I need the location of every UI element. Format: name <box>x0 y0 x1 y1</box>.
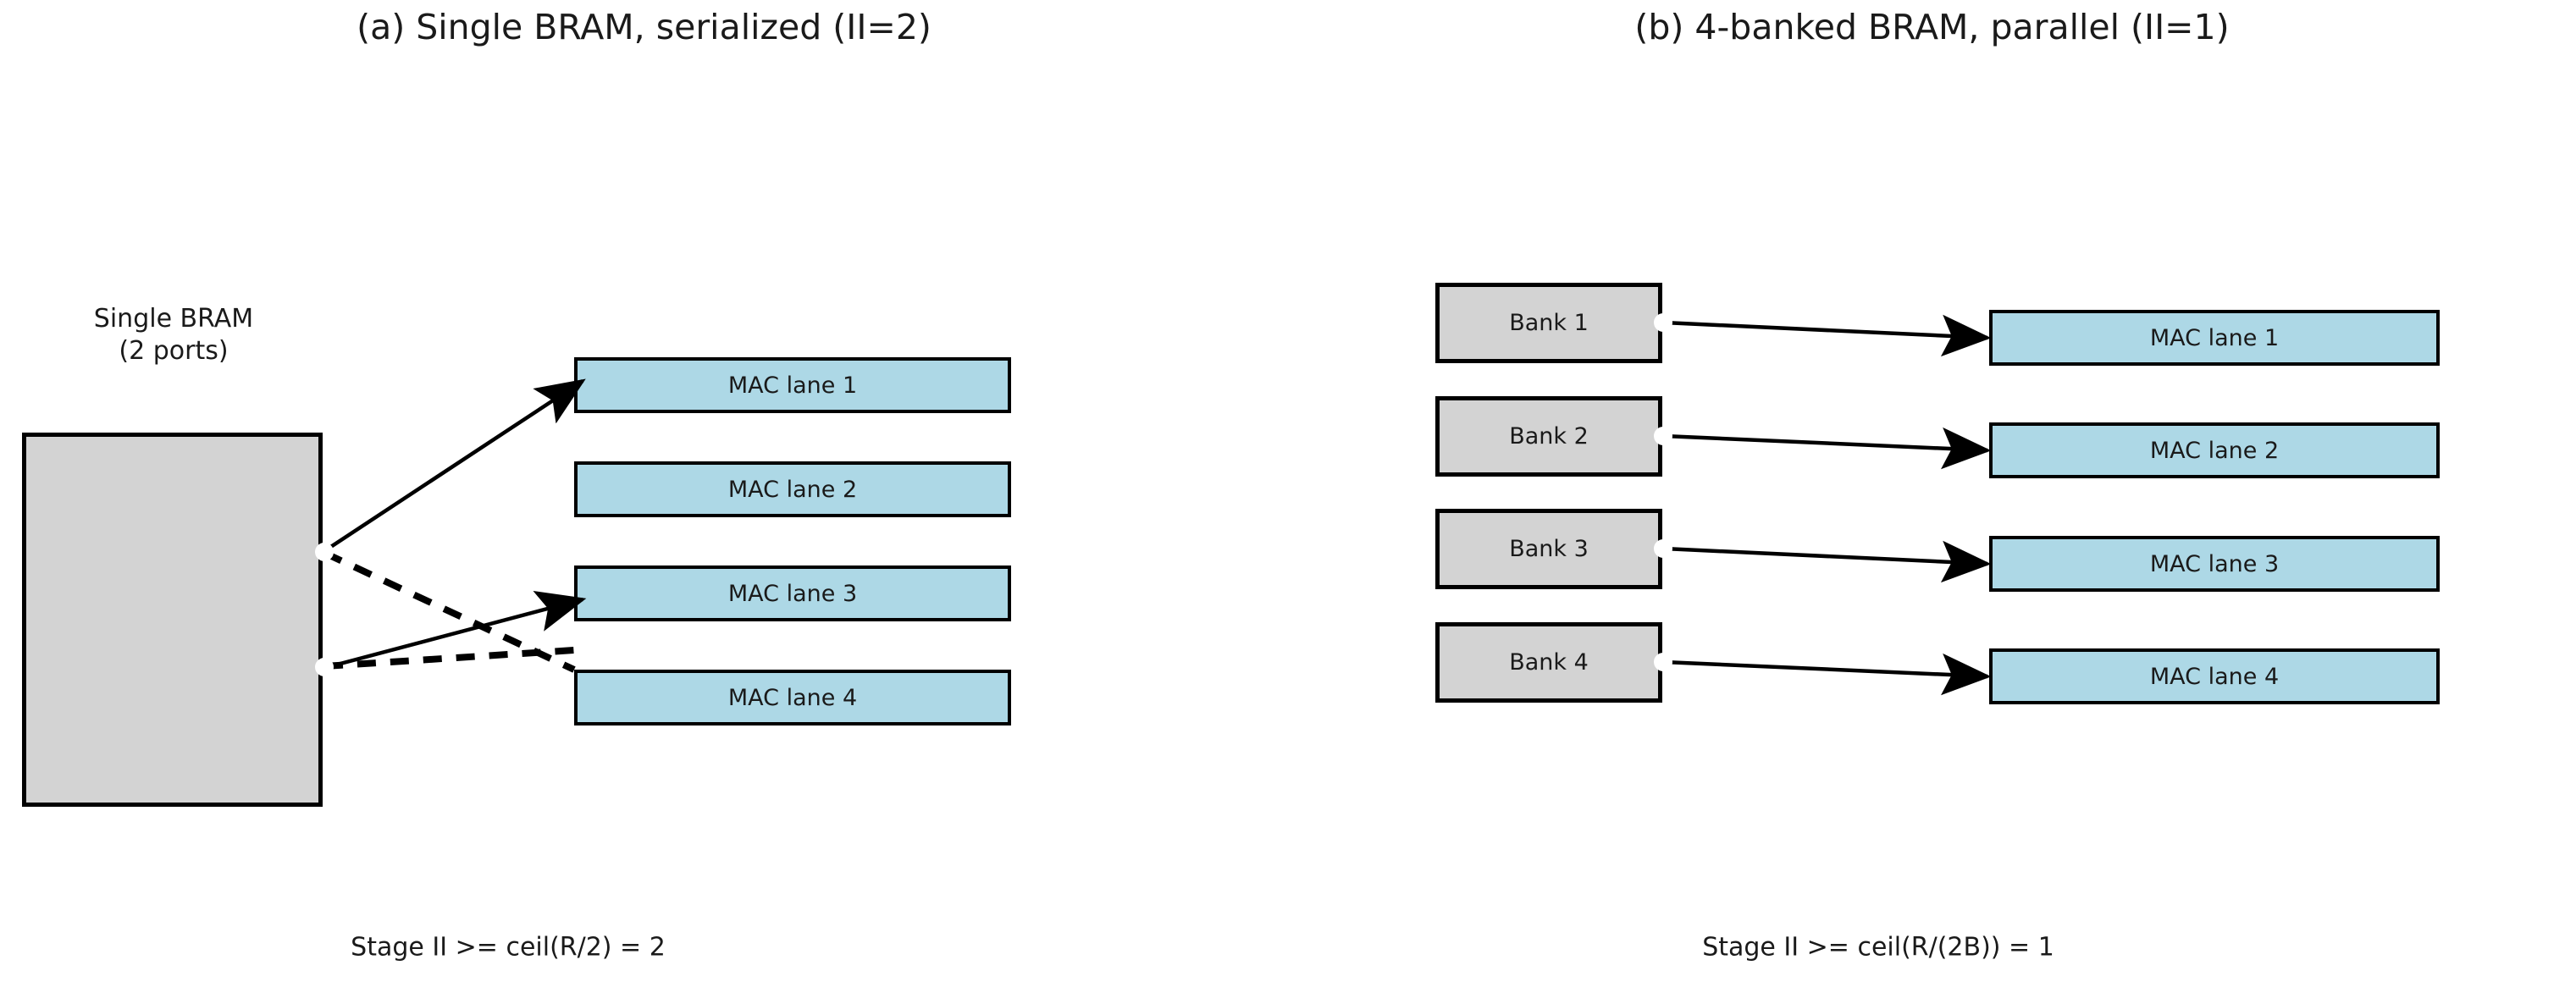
wire-bank-3-to-lane-3 <box>1663 540 1992 583</box>
mac-lane-label-a-2: MAC lane 2 <box>727 476 858 503</box>
panel-banked-bram: (b) 4-banked BRAM, parallel (II=1) Bank … <box>1288 0 2576 982</box>
bank-box-1[interactable]: Bank 1 <box>1435 283 1662 363</box>
mac-lane-box-a-4[interactable]: MAC lane 4 <box>574 670 1011 725</box>
bank-box-4[interactable]: Bank 4 <box>1435 622 1662 703</box>
wire-port-a-to-lane-4 <box>323 549 576 673</box>
bank-4-port-dot[interactable] <box>1654 653 1672 671</box>
panel-b-title: (b) 4-banked BRAM, parallel (II=1) <box>1634 7 2230 47</box>
panel-a-caption: Stage II >= ceil(R/2) = 2 <box>351 932 666 963</box>
mac-lane-label-b-3: MAC lane 3 <box>2149 550 2280 577</box>
wire-bank-1-to-lane-1 <box>1663 314 1992 357</box>
panel-b-caption: Stage II >= ceil(R/(2B)) = 1 <box>1702 932 2054 963</box>
wire-port-a-to-lane-1 <box>323 378 586 553</box>
bank-box-2[interactable]: Bank 2 <box>1435 396 1662 477</box>
mac-lane-box-a-2[interactable]: MAC lane 2 <box>574 461 1011 517</box>
mac-lane-label-b-2: MAC lane 2 <box>2149 437 2280 464</box>
mac-lane-box-b-4[interactable]: MAC lane 4 <box>1989 648 2440 704</box>
bram-port-a-dot[interactable] <box>315 543 334 561</box>
single-bram-block[interactable] <box>22 433 323 807</box>
wire-bank-2-to-lane-2 <box>1663 427 1992 470</box>
bank-label-4: Bank 4 <box>1509 649 1589 676</box>
wire-port-b-to-lane-3-solid <box>323 590 587 670</box>
mac-lane-box-b-3[interactable]: MAC lane 3 <box>1989 536 2440 592</box>
mac-lane-box-a-3[interactable]: MAC lane 3 <box>574 565 1011 621</box>
mac-lane-label-a-3: MAC lane 3 <box>727 580 858 607</box>
mac-lane-box-a-1[interactable]: MAC lane 1 <box>574 357 1011 413</box>
wire-bank-4-to-lane-4 <box>1663 653 1992 696</box>
mac-lane-label-b-4: MAC lane 4 <box>2149 663 2280 690</box>
bank-2-port-dot[interactable] <box>1654 427 1672 445</box>
bank-label-3: Bank 3 <box>1509 536 1589 562</box>
mac-lane-box-b-2[interactable]: MAC lane 2 <box>1989 422 2440 478</box>
bank-label-2: Bank 2 <box>1509 423 1589 450</box>
bank-box-3[interactable]: Bank 3 <box>1435 509 1662 589</box>
bank-1-port-dot[interactable] <box>1654 313 1672 332</box>
mac-lane-label-b-1: MAC lane 1 <box>2149 324 2280 351</box>
single-bram-label-line1: Single BRAM <box>93 304 254 334</box>
bank-label-1: Bank 1 <box>1509 310 1589 336</box>
mac-lane-label-a-1: MAC lane 1 <box>727 372 858 399</box>
bram-port-b-dot[interactable] <box>315 658 334 676</box>
mac-lane-box-b-1[interactable]: MAC lane 1 <box>1989 310 2440 366</box>
mac-lane-label-a-4: MAC lane 4 <box>727 684 858 711</box>
bank-3-port-dot[interactable] <box>1654 539 1672 558</box>
single-bram-label-line2: (2 ports) <box>119 335 229 366</box>
panel-single-bram: (a) Single BRAM, serialized (II=2) Singl… <box>0 7 1011 963</box>
panel-a-title: (a) Single BRAM, serialized (II=2) <box>357 7 931 47</box>
single-bram-label: Single BRAM (2 ports) <box>0 303 347 367</box>
panel-b-wires <box>1663 314 1992 696</box>
wire-port-b-to-lane-3-dashed <box>323 647 575 670</box>
